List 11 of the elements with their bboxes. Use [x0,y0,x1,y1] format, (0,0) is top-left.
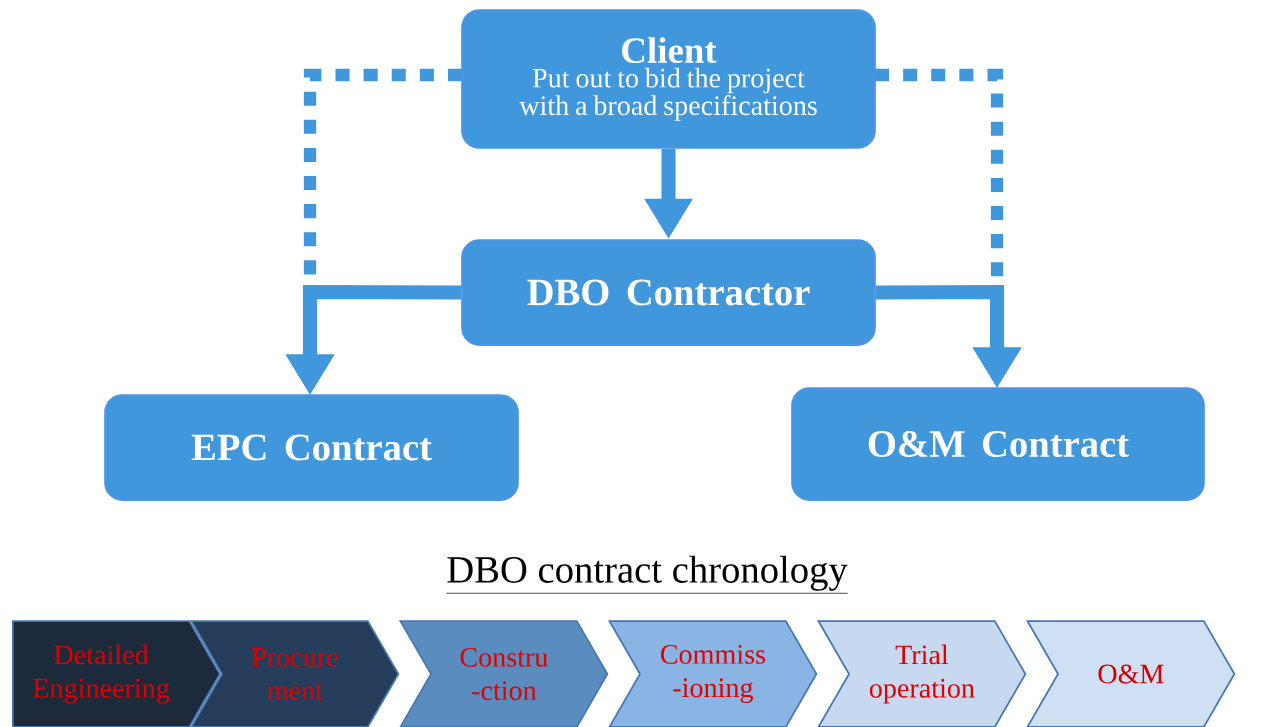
heading: DBO contract chronology [445,555,849,594]
process-step: Detailed Engineering [12,620,221,727]
process-step: O&M [1025,620,1236,727]
process-box: O&M Contract [791,387,1205,501]
process-box: DBO Contractor [461,239,876,346]
process-box: Client Put out to bid the project with a broad specifications [461,9,876,149]
process-step: Trial operation [816,620,1027,727]
process-step: Procure ment [189,620,400,727]
process-step: Constru -ction [398,620,609,727]
process-step: Commiss -ioning [607,620,818,727]
process-box: EPC Contract [104,394,519,501]
